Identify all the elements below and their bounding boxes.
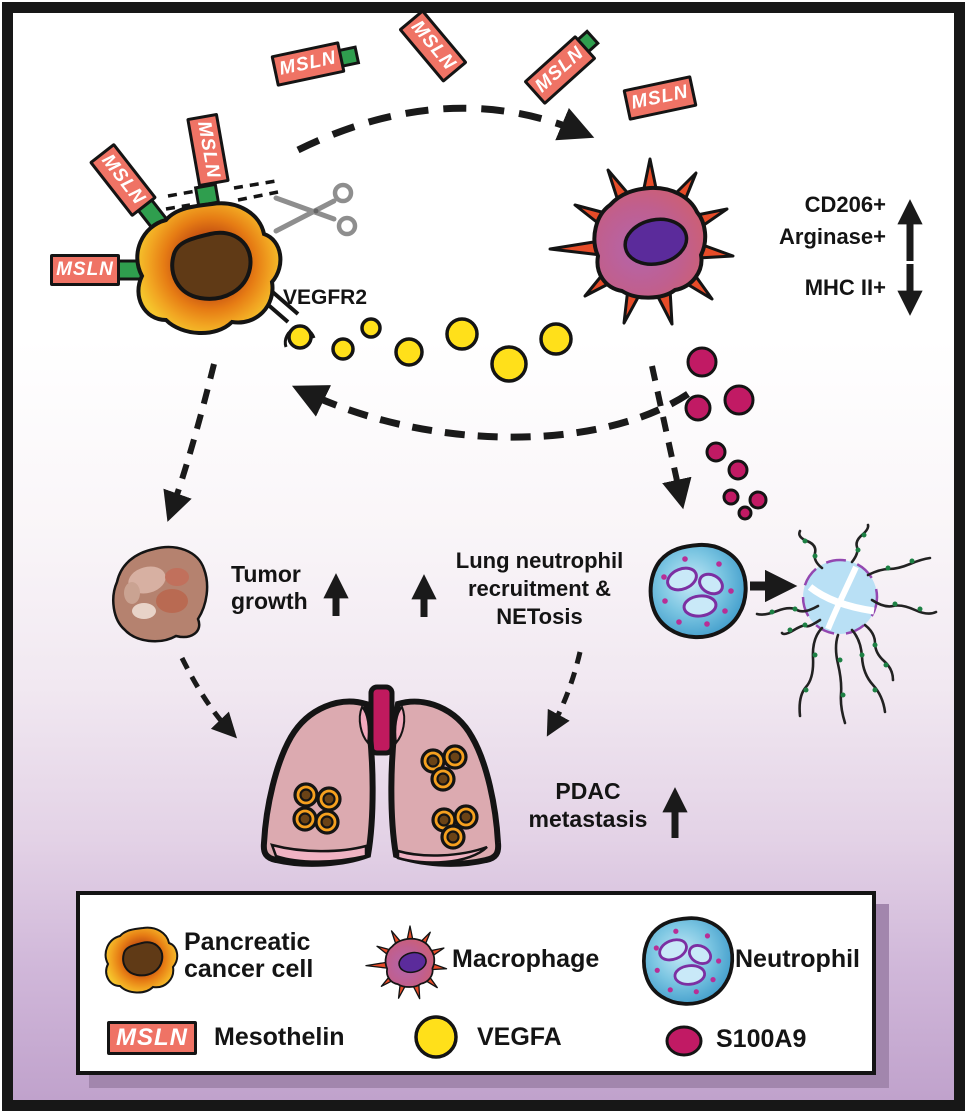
- vegfr2-label: VEGFR2: [283, 286, 368, 309]
- tumor-growth-label: Tumor growth: [231, 561, 308, 614]
- legend-panel: [76, 891, 876, 1075]
- legend-label-vegfa: VEGFA: [477, 1023, 562, 1051]
- legend-label-pancreatic-cancer-cell: Pancreatic cancer cell: [184, 928, 314, 983]
- legend-msln-tag: MSLN: [107, 1021, 197, 1055]
- mhc2-label: MHC II+: [804, 275, 886, 300]
- lung-recruitment-label: Lung neutrophil recruitment & NETosis: [455, 548, 624, 629]
- legend-label-mesothelin: Mesothelin: [214, 1023, 345, 1051]
- cd206-label: CD206+: [804, 192, 886, 217]
- pdac-metastasis-label: PDAC metastasis: [528, 778, 648, 832]
- msln-tag-attached-left: MSLN: [50, 254, 120, 286]
- legend-label-macrophage: Macrophage: [452, 945, 600, 973]
- legend-label-s100a9: S100A9: [716, 1025, 807, 1053]
- legend-label-neutrophil: Neutrophil: [735, 945, 860, 973]
- arginase-label: Arginase+: [779, 224, 886, 249]
